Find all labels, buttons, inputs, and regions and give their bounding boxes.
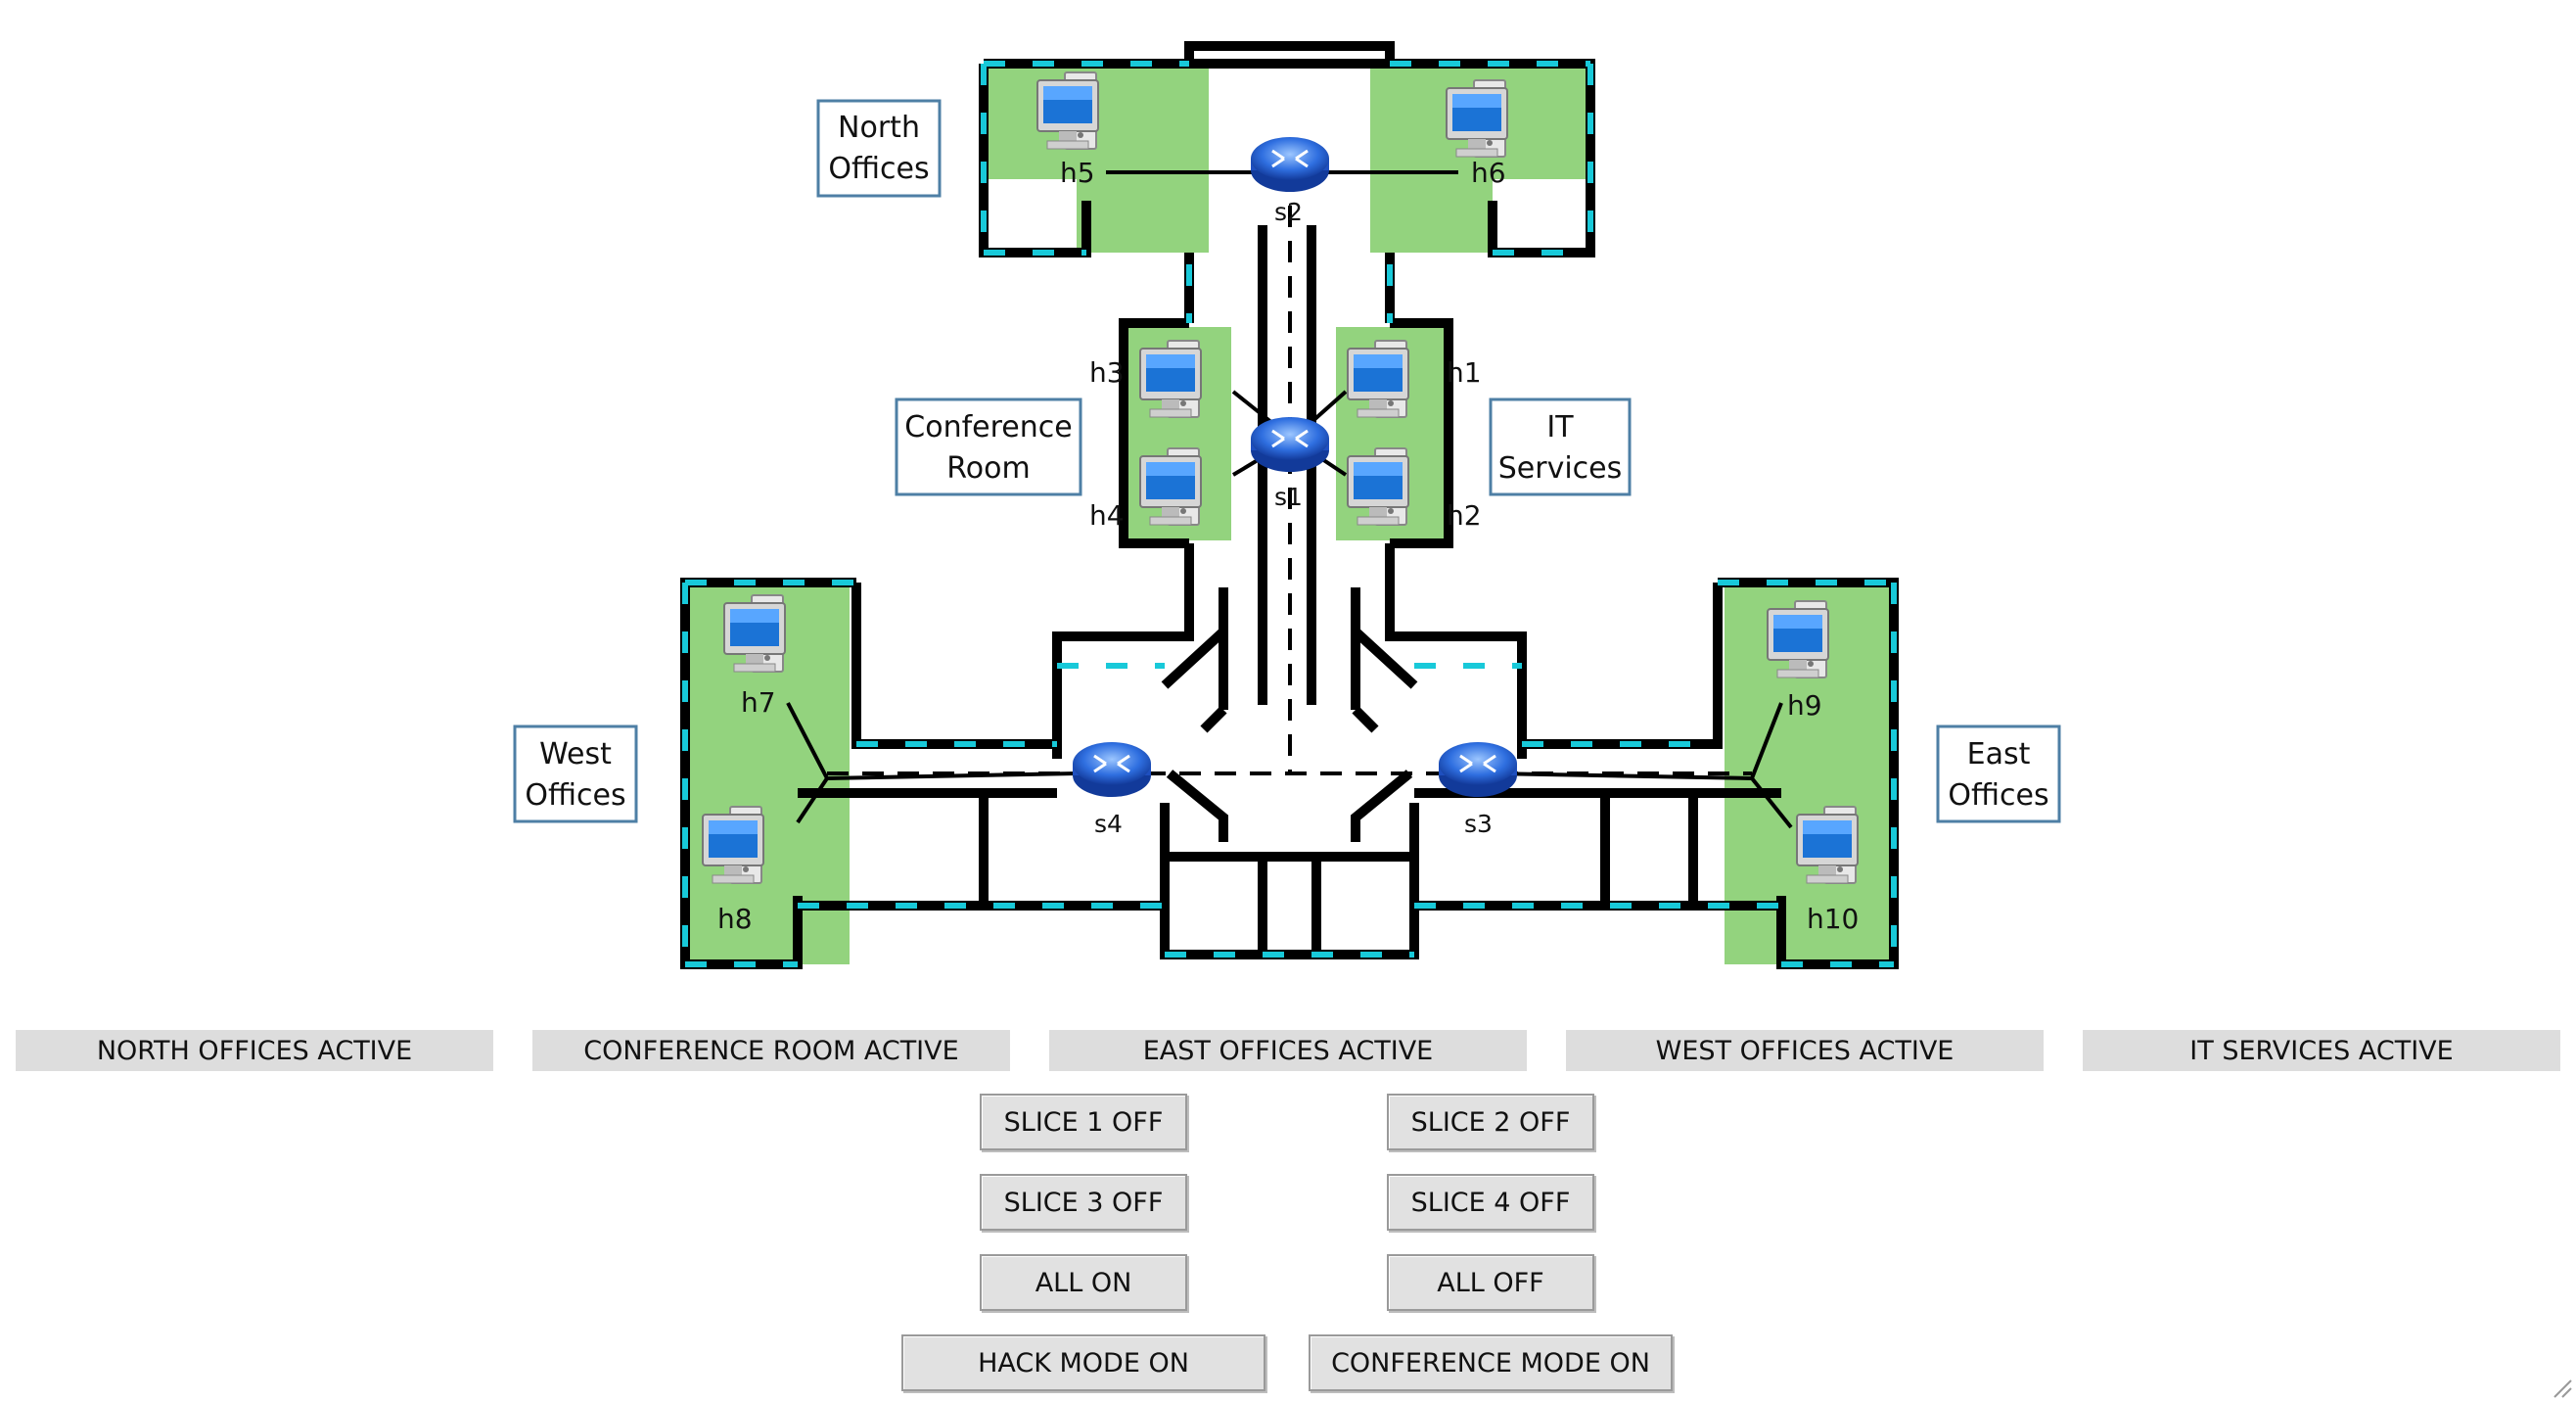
switch-label-s3: s3 (1464, 810, 1493, 838)
svg-text:North: North (838, 111, 920, 145)
switch-label-s4: s4 (1094, 810, 1123, 838)
host-label-h8: h8 (717, 903, 753, 935)
resize-grip-icon[interactable] (2551, 1377, 2572, 1398)
slice-1-toggle-button[interactable]: SLICE 1 OFF (980, 1094, 1187, 1150)
status-north-offices: NORTH OFFICES ACTIVE (16, 1030, 493, 1071)
slice-3-toggle-button[interactable]: SLICE 3 OFF (980, 1174, 1187, 1231)
svg-text:Conference: Conference (904, 410, 1072, 444)
status-east-offices: EAST OFFICES ACTIVE (1049, 1030, 1527, 1071)
node-labels: h1 h2 h3 h4 h5 h6 h7 h8 h9 h10 s1 s2 s3 … (717, 157, 1859, 935)
host-label-h3: h3 (1089, 356, 1125, 389)
slice-2-toggle-button[interactable]: SLICE 2 OFF (1387, 1094, 1594, 1150)
switch-label-s1: s1 (1274, 483, 1303, 511)
label-north-offices: North Offices (816, 99, 942, 198)
host-label-h6: h6 (1471, 157, 1506, 189)
switch-s4[interactable] (1071, 740, 1153, 799)
all-on-button[interactable]: ALL ON (980, 1254, 1187, 1311)
label-conference-room: Conference Room (895, 397, 1082, 496)
svg-text:Offices: Offices (525, 778, 625, 813)
svg-text:East: East (1967, 737, 2031, 771)
switch-s1[interactable] (1249, 415, 1331, 474)
host-label-h2: h2 (1447, 499, 1482, 532)
svg-text:West: West (539, 737, 612, 771)
host-label-h10: h10 (1807, 903, 1859, 935)
host-label-h9: h9 (1787, 689, 1822, 722)
switch-s2[interactable] (1249, 135, 1331, 194)
label-it-services: IT Services (1489, 397, 1632, 496)
status-it-services: IT SERVICES ACTIVE (2083, 1030, 2560, 1071)
label-east-offices: East Offices (1936, 724, 2061, 823)
svg-text:Room: Room (946, 451, 1030, 486)
slice-4-toggle-button[interactable]: SLICE 4 OFF (1387, 1174, 1594, 1231)
floorplan-map: h1 h2 h3 h4 h5 h6 h7 h8 h9 h10 s1 s2 s3 … (513, 41, 2061, 969)
label-west-offices: West Offices (513, 724, 638, 823)
svg-text:Services: Services (1498, 451, 1623, 486)
svg-text:Offices: Offices (1948, 778, 2048, 813)
switch-label-s2: s2 (1274, 198, 1303, 226)
svg-text:Offices: Offices (828, 152, 929, 186)
all-off-button[interactable]: ALL OFF (1387, 1254, 1594, 1311)
host-label-h5: h5 (1060, 157, 1095, 189)
status-conference-room: CONFERENCE ROOM ACTIVE (532, 1030, 1010, 1071)
host-label-h1: h1 (1447, 356, 1482, 389)
status-west-offices: WEST OFFICES ACTIVE (1566, 1030, 2044, 1071)
switch-s3[interactable] (1437, 740, 1519, 799)
hack-mode-button[interactable]: HACK MODE ON (901, 1334, 1265, 1391)
host-label-h7: h7 (741, 686, 776, 719)
conference-mode-button[interactable]: CONFERENCE MODE ON (1309, 1334, 1673, 1391)
windows (682, 61, 1897, 967)
host-label-h4: h4 (1089, 499, 1125, 532)
svg-text:IT: IT (1546, 410, 1574, 444)
